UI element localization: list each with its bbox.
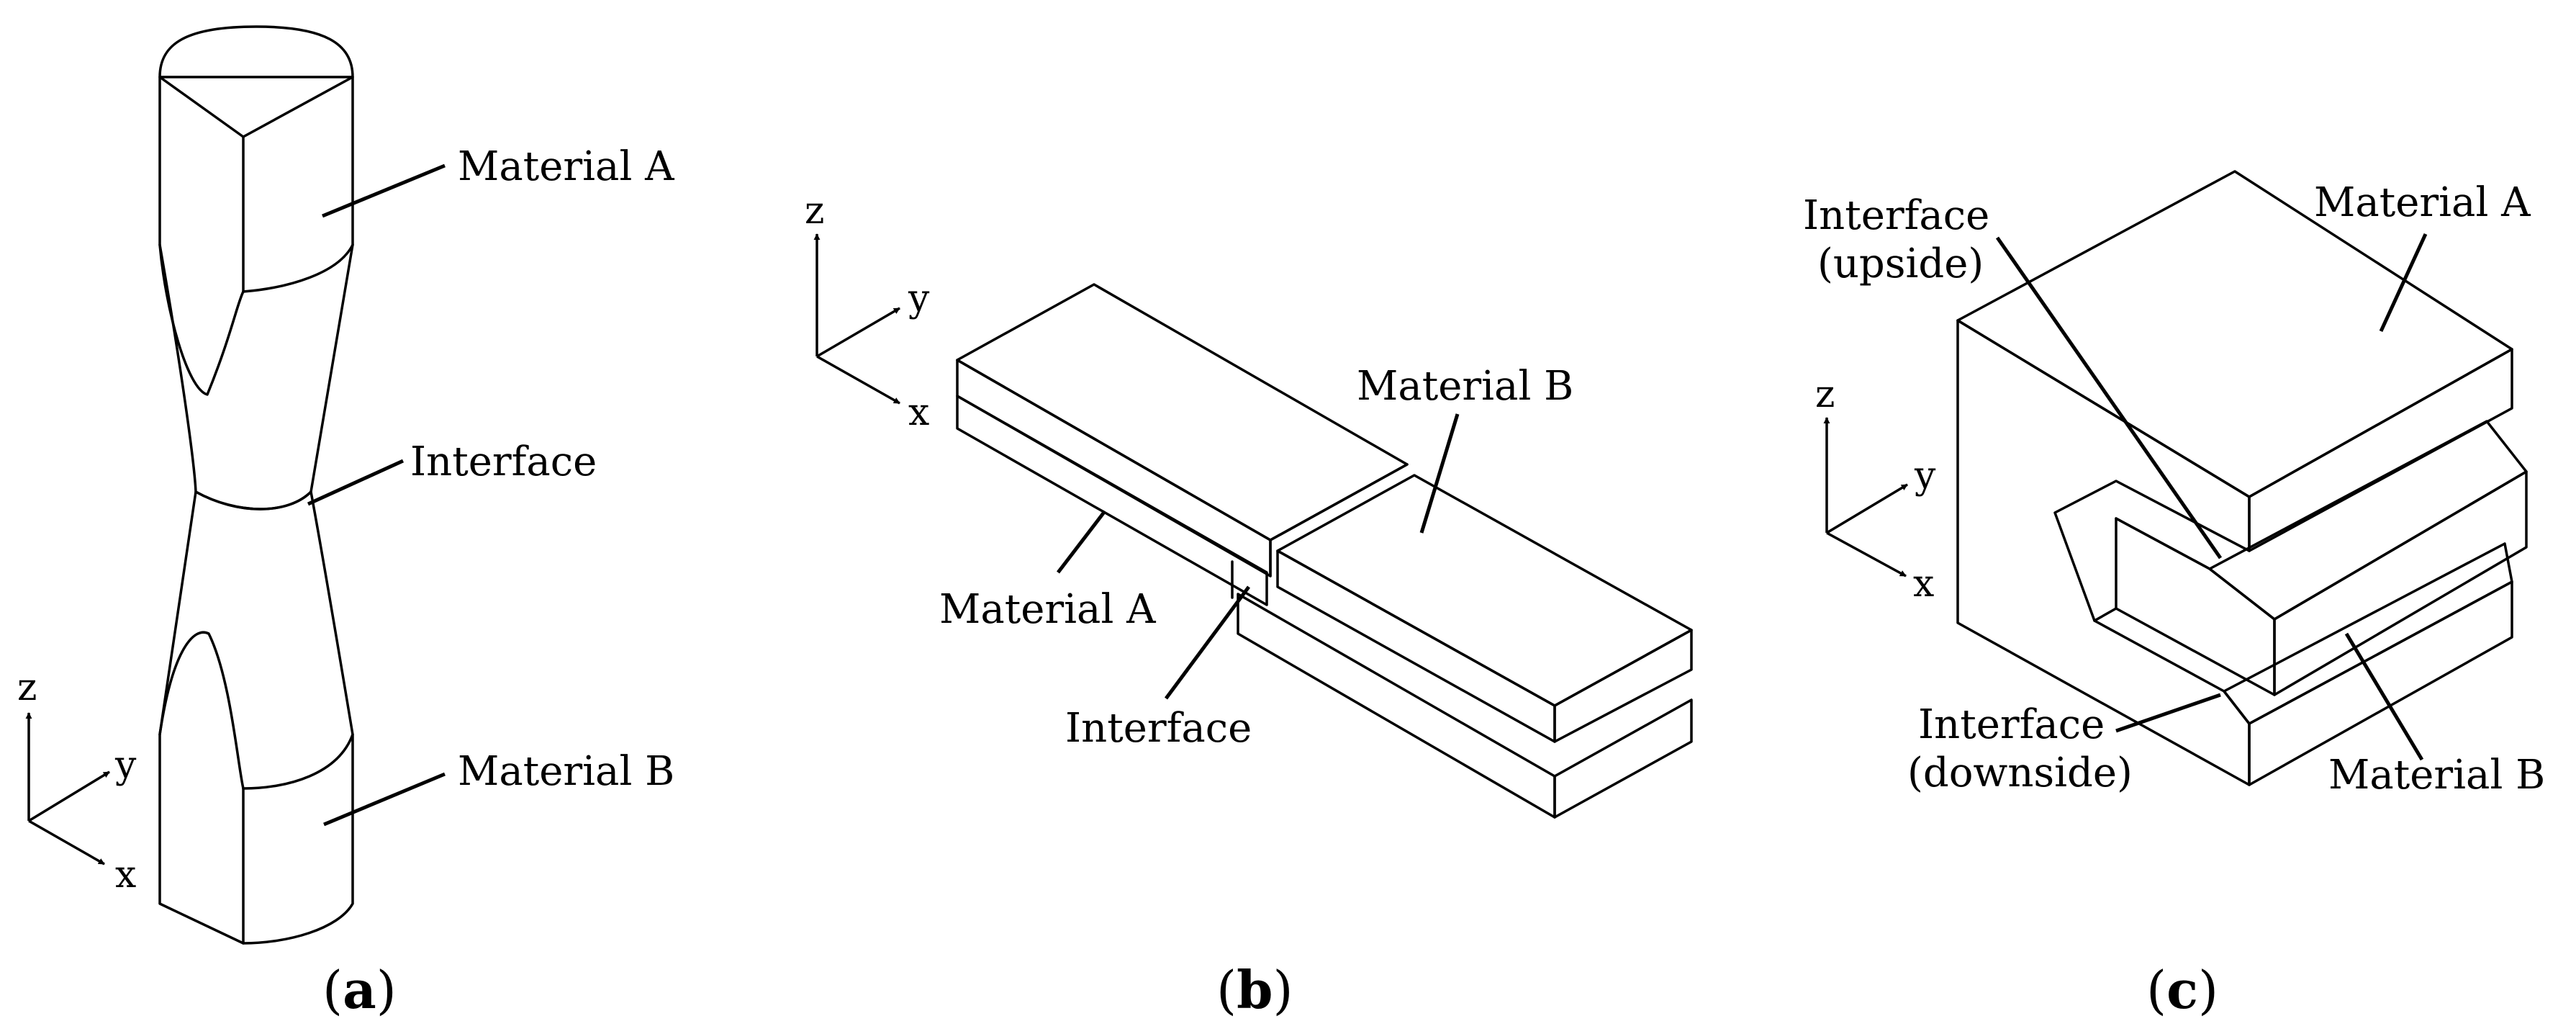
panel-c-lower-top-ledge xyxy=(2223,542,2513,725)
panel-b-b-front-face xyxy=(1276,549,1556,743)
panel-b-interface-gap-2 xyxy=(1269,463,1409,541)
panel-b-caption: (b) xyxy=(1216,959,1293,1020)
panel-a-leader-material-b xyxy=(323,772,446,827)
panel-c: Interface (upside) Material A Interface … xyxy=(1803,170,2545,1020)
panel-b-z-label: z xyxy=(805,189,824,233)
panel-a-y-axis xyxy=(28,770,110,822)
panel-b-b-lower-front xyxy=(1237,593,1556,819)
panel-c-z-label: z xyxy=(1815,373,1835,416)
panel-c-x-axis xyxy=(1826,531,1907,577)
panel-b-leader-interface xyxy=(1164,585,1251,700)
panel-a-leader-material-a xyxy=(322,163,446,218)
panel-b-material-a-label: Material A xyxy=(939,586,1156,633)
panel-a: Material A Interface Material B z y x (a… xyxy=(17,25,674,1020)
panel-c-interface-downside-line2: (downside) xyxy=(1907,750,2133,796)
panel-b-material-b-bar xyxy=(1237,474,1693,819)
panel-c-y-axis xyxy=(1826,483,1908,534)
panel-c-insert xyxy=(2115,420,2528,696)
panel-c-interface-downside-line1: Interface xyxy=(1918,701,2105,748)
panel-c-insert-bevel xyxy=(2208,420,2528,621)
panel-c-axes: z y x xyxy=(1815,373,1936,606)
panel-a-interface-label: Interface xyxy=(410,439,597,485)
panel-c-insert-front xyxy=(2115,517,2276,696)
panel-c-insert-side xyxy=(2273,470,2528,696)
panel-a-mid-curve-a xyxy=(242,243,354,293)
panel-c-leader-interface-downside xyxy=(2115,693,2221,733)
panel-a-flat-curve-a xyxy=(158,243,245,396)
panel-a-material-b-label: Material B xyxy=(458,748,674,795)
panel-c-caption: (c) xyxy=(2146,959,2218,1020)
panel-b-a-front-face xyxy=(956,359,1272,577)
panel-b: Material B Material A Interface z y x (b… xyxy=(805,189,1693,1020)
panel-c-leader-material-b xyxy=(2344,632,2424,761)
panel-c-block xyxy=(1956,170,2513,786)
panel-c-slot-edge xyxy=(2093,607,2118,622)
panel-b-b-top-face xyxy=(1276,474,1693,707)
panel-a-leader-interface xyxy=(307,459,405,506)
panel-c-interface-upside-line1: Interface xyxy=(1803,192,1989,239)
panel-b-interface-label: Interface xyxy=(1065,705,1252,752)
panel-b-y-axis xyxy=(816,307,900,358)
panel-a-top-cap xyxy=(158,25,354,138)
panel-a-specimen xyxy=(158,25,354,945)
panel-c-interface-upside-line2: (upside) xyxy=(1817,240,1984,287)
panel-c-material-a-label: Material A xyxy=(2314,179,2531,226)
panel-c-y-label: y xyxy=(1914,454,1936,498)
panel-a-mid-curve-b xyxy=(242,733,354,790)
panel-a-axes: z y x xyxy=(17,666,137,896)
panel-b-b-side-face xyxy=(1553,629,1693,743)
panel-a-flat-curve-b xyxy=(158,631,245,790)
panel-a-x-label: x xyxy=(115,853,136,896)
panel-c-right-face-upper xyxy=(2248,348,2513,552)
panel-b-material-a-bar xyxy=(956,283,1409,606)
panel-c-leader-material-a xyxy=(2379,233,2428,333)
panel-b-y-label: y xyxy=(908,277,930,320)
panel-b-x-label: x xyxy=(908,391,929,434)
panel-a-material-a-body xyxy=(158,76,354,511)
panel-a-z-label: z xyxy=(17,666,37,709)
panel-a-x-axis xyxy=(28,819,105,866)
panel-b-axes: z y x xyxy=(805,189,930,434)
panel-a-material-b-body xyxy=(158,490,354,945)
panel-a-y-label: y xyxy=(114,744,137,787)
panel-c-insert-top-edge xyxy=(2115,517,2211,570)
panel-a-material-a-label: Material A xyxy=(458,143,674,190)
panel-c-x-label: x xyxy=(1913,562,1934,606)
panel-b-leader-material-a xyxy=(1057,510,1106,574)
panel-b-x-axis xyxy=(816,355,900,405)
panel-b-b-lower-side xyxy=(1553,698,1693,819)
panel-b-material-b-label: Material B xyxy=(1357,363,1573,410)
panel-b-leader-material-b xyxy=(1419,413,1460,534)
panel-a-caption: (a) xyxy=(322,959,397,1020)
panel-c-leader-interface-upside xyxy=(1995,236,2223,559)
panel-b-a-bottom-top xyxy=(956,395,1268,606)
panel-c-material-b-label: Material B xyxy=(2328,752,2545,799)
